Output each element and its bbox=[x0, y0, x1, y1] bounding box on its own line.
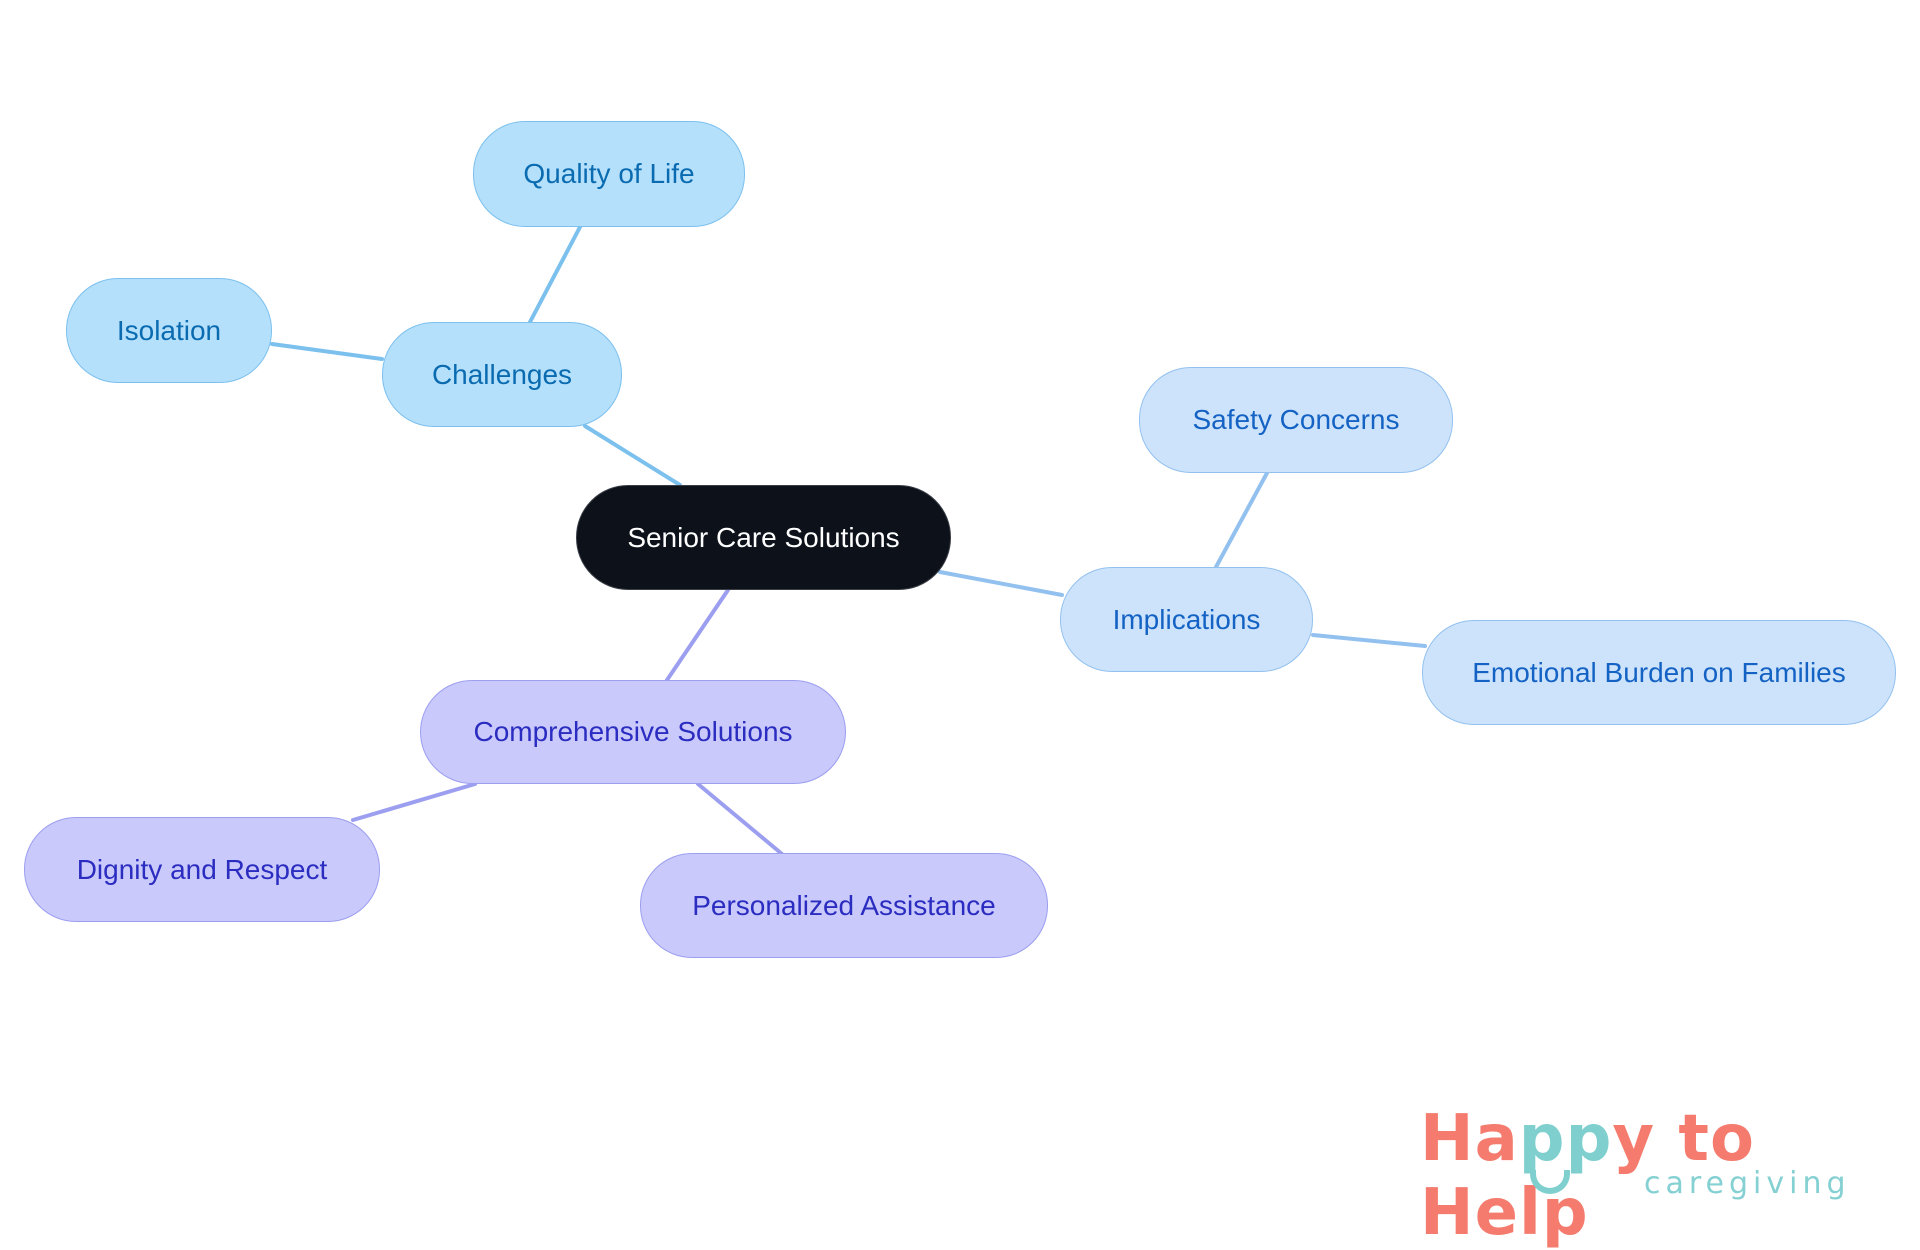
node-safety-concerns[interactable]: Safety Concerns bbox=[1139, 367, 1453, 473]
root-node[interactable]: Senior Care Solutions bbox=[576, 485, 951, 590]
node-quality-of-life[interactable]: Quality of Life bbox=[473, 121, 745, 227]
edge-root-solutions bbox=[665, 588, 730, 682]
node-isolation[interactable]: Isolation bbox=[66, 278, 272, 383]
connector-lines bbox=[270, 225, 1427, 856]
logo-tagline: caregiving bbox=[1644, 1166, 1851, 1201]
edge-challenges-quality bbox=[528, 225, 582, 324]
smile-icon bbox=[1530, 1170, 1570, 1194]
node-emotional-burden[interactable]: Emotional Burden on Families bbox=[1422, 620, 1896, 725]
edge-solutions-dignity bbox=[351, 782, 477, 822]
edge-root-implications bbox=[938, 570, 1064, 597]
node-comprehensive-solutions[interactable]: Comprehensive Solutions bbox=[420, 680, 846, 784]
edge-challenges-isolation bbox=[270, 342, 384, 361]
node-implications[interactable]: Implications bbox=[1060, 567, 1313, 672]
edge-root-challenges bbox=[583, 424, 682, 487]
logo-part-ha: Ha bbox=[1420, 1102, 1519, 1176]
edge-implications-safety bbox=[1214, 471, 1269, 569]
logo-part-pp: pp bbox=[1518, 1102, 1613, 1176]
node-challenges[interactable]: Challenges bbox=[382, 322, 622, 427]
node-personalized-assistance[interactable]: Personalized Assistance bbox=[640, 853, 1048, 958]
edge-implications-emotional bbox=[1311, 633, 1427, 648]
node-dignity-respect[interactable]: Dignity and Respect bbox=[24, 817, 380, 922]
brand-logo: Happy to Help caregiving bbox=[1420, 1100, 1880, 1250]
edge-solutions-personalized bbox=[696, 782, 784, 856]
